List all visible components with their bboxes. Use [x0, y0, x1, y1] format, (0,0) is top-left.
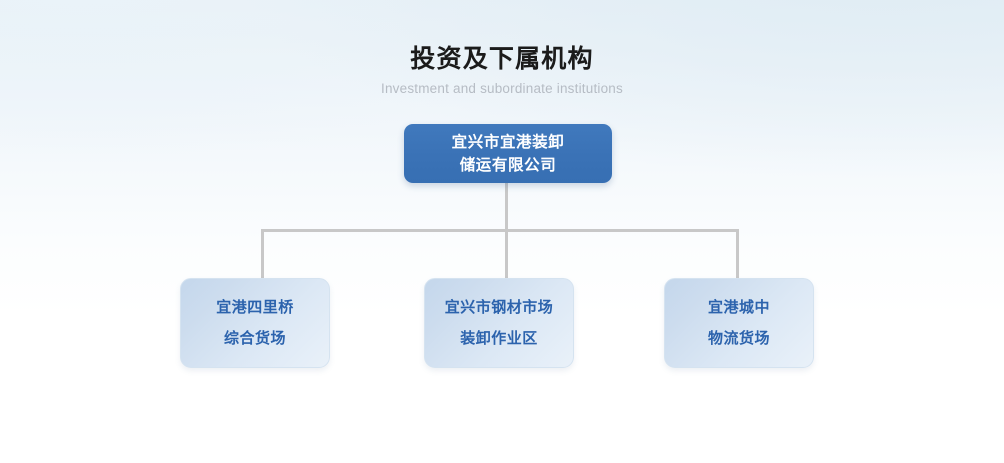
org-node-child-3-line-2: 物流货场 [707, 330, 770, 347]
page-heading: 投资及下属机构 Investment and subordinate insti… [0, 44, 1004, 97]
org-node-root[interactable]: 宜兴市宜港装卸 储运有限公司 [404, 124, 612, 183]
org-node-root-line-2: 储运有限公司 [459, 156, 557, 174]
org-node-child-2[interactable]: 宜兴市钢材市场 装卸作业区 [424, 278, 574, 368]
org-node-child-1[interactable]: 宜港四里桥 综合货场 [180, 278, 330, 368]
org-node-child-3[interactable]: 宜港城中 物流货场 [664, 278, 814, 368]
page-subtitle: Investment and subordinate institutions [381, 81, 623, 96]
org-node-child-2-line-1: 宜兴市钢材市场 [444, 299, 554, 316]
org-node-root-line-1: 宜兴市宜港装卸 [451, 133, 565, 151]
org-node-child-2-line-2: 装卸作业区 [460, 330, 538, 347]
page-title: 投资及下属机构 [410, 45, 594, 73]
org-node-child-1-line-1: 宜港四里桥 [216, 299, 294, 316]
org-node-child-1-line-2: 综合货场 [223, 330, 286, 347]
org-node-child-3-line-1: 宜港城中 [707, 299, 770, 316]
